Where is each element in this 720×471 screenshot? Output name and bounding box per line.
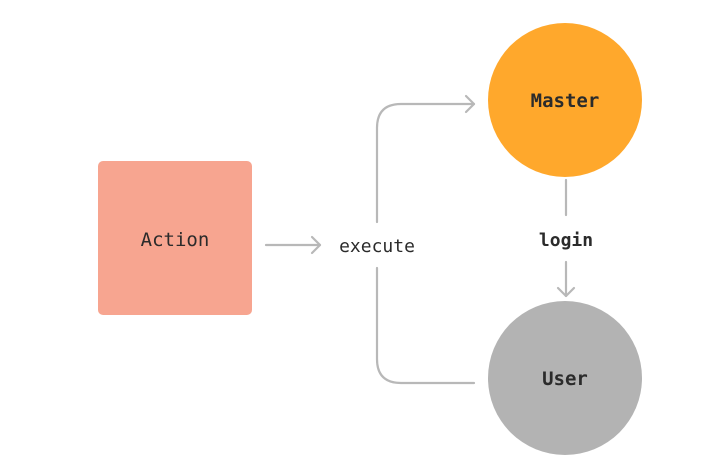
execute-to-master-arrow bbox=[375, 94, 476, 224]
action-box bbox=[98, 161, 252, 315]
user-label: User bbox=[542, 368, 588, 390]
action-node[interactable]: Action bbox=[98, 161, 252, 315]
action-to-execute-arrow bbox=[264, 235, 322, 255]
master-to-user-arrowhead bbox=[556, 286, 576, 298]
execute-label: execute bbox=[339, 236, 415, 257]
login-label: login bbox=[539, 230, 593, 251]
master-node[interactable]: Master bbox=[488, 23, 642, 177]
action-to-execute-arrowhead bbox=[310, 235, 322, 255]
action-label: Action bbox=[141, 229, 210, 251]
user-to-execute-line bbox=[375, 266, 476, 385]
master-to-user-arrow bbox=[556, 178, 576, 298]
user-circle bbox=[488, 301, 642, 455]
execute-to-master-arrowhead bbox=[464, 94, 476, 114]
master-label: Master bbox=[531, 90, 600, 112]
execute-to-master-line bbox=[375, 102, 476, 224]
user-node[interactable]: User bbox=[488, 301, 642, 455]
master-circle bbox=[488, 23, 642, 177]
